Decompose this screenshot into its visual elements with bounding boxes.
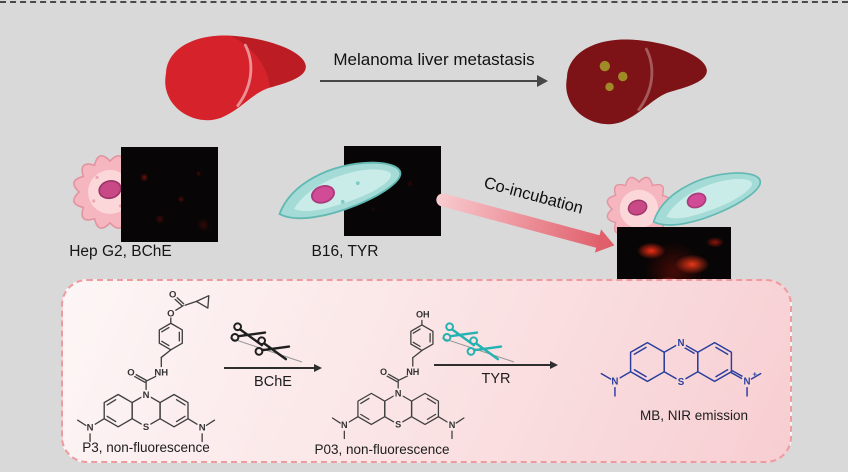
organelle-dot (355, 181, 360, 186)
bche-label: BChE (254, 374, 292, 390)
mb-caption: MB, NIR emission (639, 408, 749, 423)
metastasis-arrowhead-icon (537, 75, 548, 87)
cyclopropane-ring (195, 295, 210, 309)
atom-N: N (611, 376, 618, 387)
ring-right (697, 341, 733, 383)
mb-structure: N S N N + (600, 336, 762, 397)
cytoplasm (666, 179, 753, 219)
p03-structure: OH NH O N S N (331, 308, 465, 440)
nucleus (98, 180, 122, 200)
p03-caption: P03, non-fluorescence (314, 442, 450, 457)
healthy-liver-illustration (165, 35, 306, 121)
atom-OH: OH (416, 310, 430, 320)
organelle-dot (92, 199, 96, 203)
merged-hepg2-cell-illustration (606, 176, 672, 242)
liver-body (165, 35, 306, 121)
reaction-scheme-panel: O O NH O N S (61, 279, 792, 463)
p3-structure: O O NH O N S (77, 289, 216, 443)
atom-N: N (677, 338, 684, 349)
ring-left (629, 341, 665, 383)
atom-NH: NH (406, 367, 419, 377)
atom-N: N (395, 389, 402, 399)
ring-left (103, 393, 133, 428)
atom-O: O (167, 309, 174, 320)
tyr-label: TYR (481, 371, 511, 387)
metastasis-arrow-group: Melanoma liver metastasis (320, 50, 548, 87)
tyr-arrow (434, 361, 558, 369)
scissors-dark-icon (229, 322, 303, 363)
nucleus (686, 192, 707, 209)
bche-arrowhead-icon (314, 364, 322, 372)
atom-S: S (678, 377, 685, 388)
atom-N-plus: N (744, 376, 751, 387)
atom-NH: NH (154, 368, 168, 379)
ring-right (159, 393, 189, 428)
metastasis-arrow-shaft (320, 79, 537, 83)
metastasis-arrow-label: Melanoma liver metastasis (333, 50, 535, 69)
tyr-arrowhead-icon (550, 361, 558, 369)
atom-O: O (169, 290, 176, 301)
atom-S: S (395, 420, 401, 430)
atom-O: O (380, 367, 387, 377)
bche-arrow (224, 364, 322, 372)
tyr-arrow-shaft (434, 364, 550, 366)
b16-label: B16, TYR (311, 243, 379, 260)
nucleus (627, 199, 648, 216)
metastasis-arrow (320, 75, 548, 87)
b16-cell-illustration (278, 161, 402, 220)
figure-top-dashed-border (0, 1, 848, 3)
metastasis-spot (618, 71, 628, 82)
liver-shading (230, 35, 306, 88)
ring-right (410, 392, 440, 426)
atom-N: N (341, 420, 348, 430)
liver-vein-highlight (236, 43, 253, 107)
liver-body (566, 39, 707, 125)
ring-left (357, 392, 386, 426)
metastasis-spot (605, 82, 614, 92)
charge-plus: + (753, 370, 758, 379)
atom-N: N (199, 423, 206, 434)
hepg2-fluorescence-image (121, 147, 218, 242)
atom-N: N (143, 390, 150, 401)
organelle-dot (95, 175, 99, 179)
p3-caption: P3, non-fluorescence (82, 440, 210, 455)
atom-S: S (143, 422, 149, 433)
scissors-teal-icon (441, 322, 515, 363)
metastatic-liver-illustration (566, 39, 707, 125)
metastasis-spot (599, 60, 611, 72)
bche-arrow-shaft (224, 367, 314, 369)
atom-N: N (449, 420, 456, 430)
merged-b16-cell-illustration (652, 172, 762, 226)
liver-vein-highlight (637, 47, 654, 111)
hepg2-label: Hep G2, BChE (69, 243, 172, 260)
atom-O: O (127, 368, 134, 379)
organelle-dot (340, 199, 345, 204)
nucleus (310, 185, 335, 204)
atom-N: N (87, 423, 94, 434)
